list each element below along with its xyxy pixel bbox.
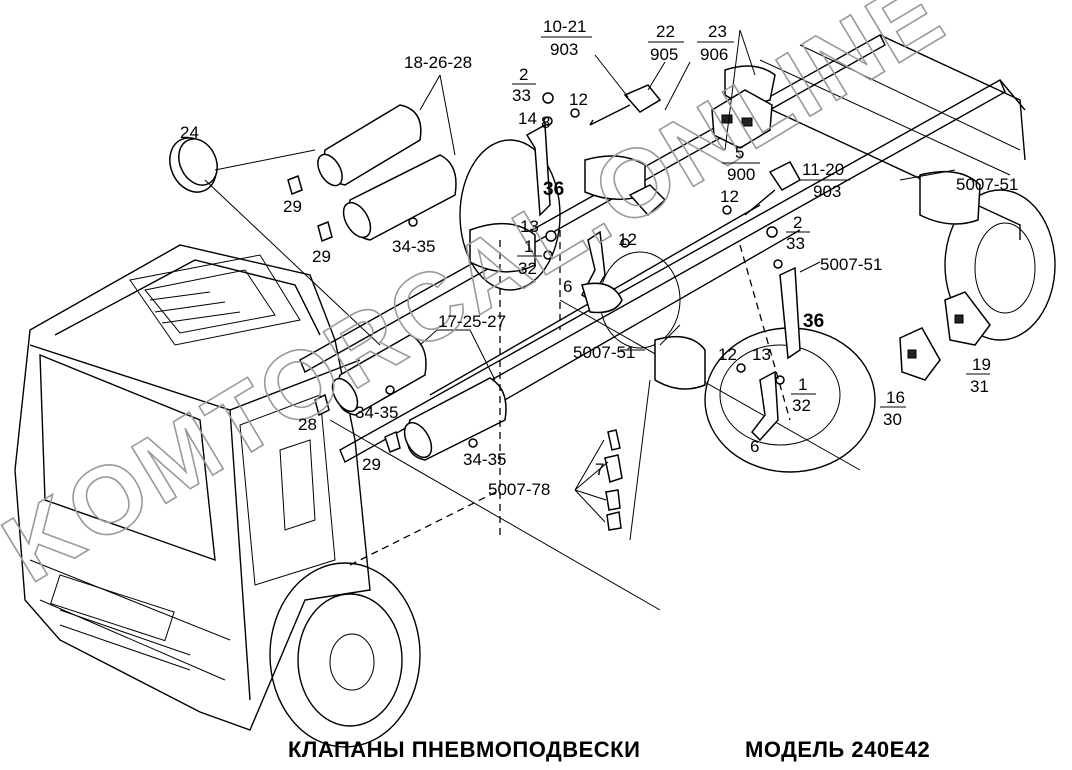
air-spring-bags [469,65,981,390]
callout-30: 30 [883,410,902,429]
callout-19: 19 [972,355,991,374]
callout-5007-78: 5007-78 [488,480,550,499]
rear-wheel-right [944,189,1056,341]
callout-28: 28 [298,415,317,434]
levelling-valve-front [589,84,662,126]
callout-5007-51-c: 5007-51 [573,343,635,362]
callout-24: 24 [180,123,199,142]
link-rod-front [525,92,557,260]
callout-13-b: 13 [752,345,771,364]
callout-2-b: 2 [793,213,802,232]
callout-10-21: 10-21 [543,17,586,36]
callout-900: 900 [727,165,755,184]
callout-1-b: 1 [798,375,807,394]
callout-2-a: 2 [519,65,528,84]
callout-905: 905 [650,45,678,64]
hose-fittings [604,429,623,531]
link-rod-rear [766,226,801,385]
air-tank-upper-1 [317,104,422,187]
callout-5007-51-b: 5007-51 [820,255,882,274]
callout-5007-51-a: 5007-51 [956,175,1018,194]
callout-34-35-c: 34-35 [463,450,506,469]
air-tank-lower-1 [331,334,427,416]
callout-34-35-a: 34-35 [392,237,435,256]
callout-12-c: 12 [618,230,637,249]
callout-frames [349,230,791,566]
callout-906: 906 [700,45,728,64]
callout-12-b: 12 [720,187,739,206]
page-title: КЛАПАНЫ ПНЕВМОПОДВЕСКИ [288,737,640,762]
callout-7: 7 [595,460,604,479]
callout-33-a: 33 [512,86,531,105]
bracket-front [581,230,623,314]
callout-29-c: 29 [362,455,381,474]
valve-center [628,184,667,217]
leader-lines [204,29,956,541]
callout-903-a: 903 [550,40,578,59]
air-tank-lower-2 [403,377,507,461]
tank-band-ring [169,137,218,193]
model-label: МОДЕЛЬ 240E42 [745,737,930,762]
callout-34-35-b: 34-35 [355,403,398,422]
callout-36-a: 36 [543,179,564,200]
callout-11-20: 11-20 [802,160,844,179]
callout-16: 16 [886,388,905,407]
callout-13-a: 13 [520,217,539,236]
callout-22: 22 [656,22,675,41]
chassis-frame [299,34,1026,611]
callout-6-a: 6 [563,277,572,296]
callout-12-d: 12 [718,345,737,364]
callout-17-25-27: 17-25-27 [438,312,506,331]
callout-903-b: 903 [813,182,841,201]
callout-8: 8 [541,113,550,132]
solenoid-valves [899,291,991,381]
callout-14: 14 [518,109,537,128]
bracket-rear [751,370,779,442]
callout-32-b: 32 [792,396,811,415]
front-wheel [269,562,421,748]
callout-6-b: 6 [750,437,759,456]
callout-36-b: 36 [803,311,824,332]
callout-1-a: 1 [524,237,533,256]
callout-23: 23 [708,22,727,41]
callout-29-b: 29 [312,247,331,266]
callout-labels: 18-26-28 24 29 29 34-35 10-21 903 22 905… [180,17,1018,499]
callout-5: 5 [735,143,744,162]
truck-cab [14,244,371,731]
air-tank-upper-2 [342,154,457,241]
callout-33-b: 33 [786,234,805,253]
callout-29-a: 29 [283,197,302,216]
fasteners [287,108,746,453]
callout-12-a: 12 [569,90,588,109]
callout-31: 31 [970,377,989,396]
callout-18-26-28: 18-26-28 [404,53,472,72]
callout-32-a: 32 [518,259,537,278]
